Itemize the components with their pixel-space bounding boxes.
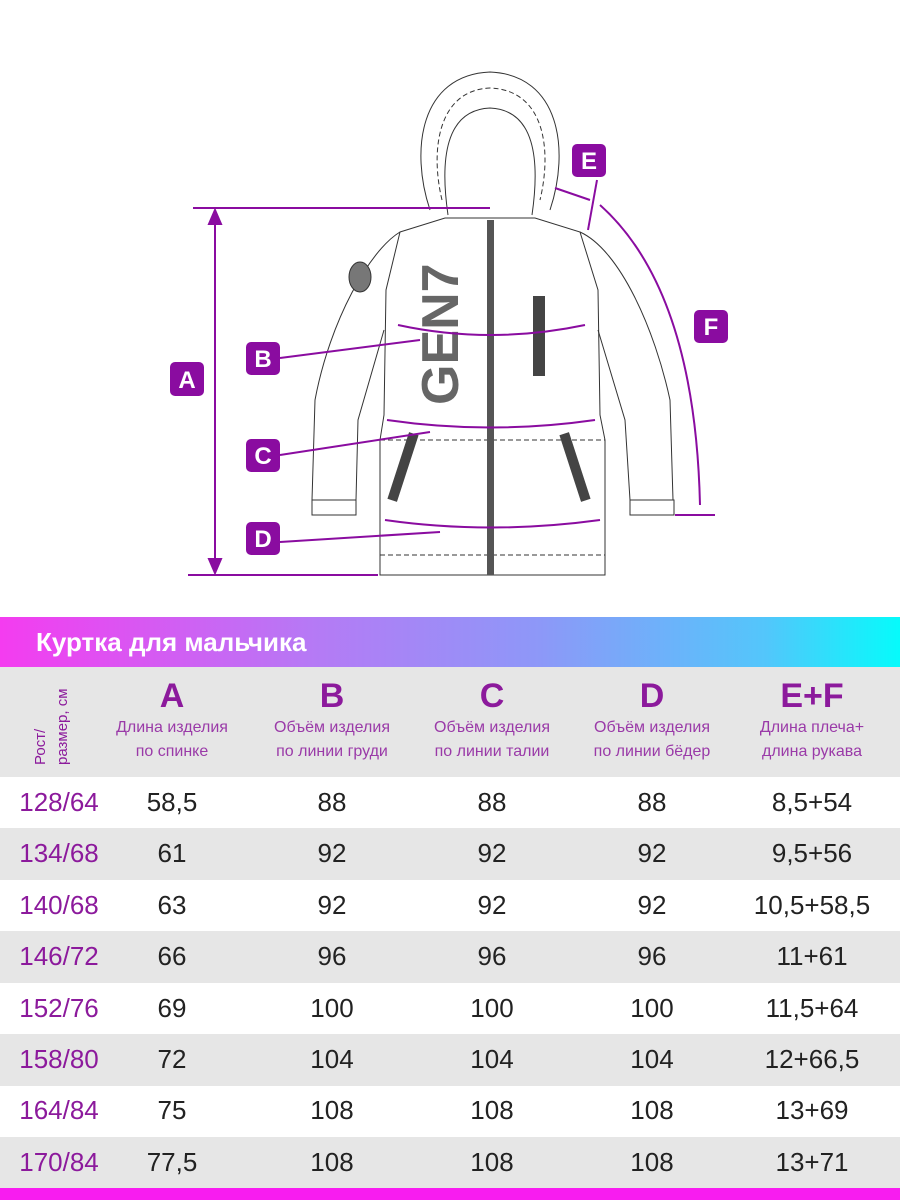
table-row: 134/68 61 92 92 92 9,5+56 xyxy=(0,828,900,880)
size-header: Рост/размер, см xyxy=(30,675,74,765)
zipper xyxy=(487,220,494,575)
value-cell: 92 xyxy=(317,838,347,869)
column-desc: по спинке xyxy=(135,743,209,760)
table-row: 128/64 58,5 88 88 88 8,5+54 xyxy=(0,777,900,829)
svg-text:C: C xyxy=(254,443,271,470)
value-cell: 61 xyxy=(157,838,187,869)
size-cell: 152/76 xyxy=(19,992,99,1023)
value-cell: 11+61 xyxy=(776,941,848,972)
value-cell: 96 xyxy=(317,941,347,972)
value-cell: 104 xyxy=(470,1044,514,1074)
table-title: Куртка для мальчика xyxy=(0,617,900,667)
column-letter: A xyxy=(159,677,185,715)
value-cell: 72 xyxy=(157,1044,187,1074)
sleeve-patch xyxy=(348,261,372,293)
value-cell: 63 xyxy=(157,889,187,920)
jacket-diagram: GEN7 A B C D E F xyxy=(170,71,728,576)
hood xyxy=(420,71,560,211)
size-cell: 170/84 xyxy=(19,1146,99,1177)
value-cell: 10,5+58,5 xyxy=(753,889,871,920)
value-cell: 100 xyxy=(630,992,674,1023)
value-cell: 100 xyxy=(470,992,514,1023)
label-a: A xyxy=(178,367,195,394)
column-desc: Объём изделия xyxy=(274,719,390,736)
size-cell: 140/68 xyxy=(19,889,99,920)
table-header xyxy=(0,667,900,777)
right-sleeve xyxy=(579,231,674,501)
value-cell: 96 xyxy=(637,941,667,972)
table-row: 152/76 69 100 100 100 11,5+64 xyxy=(0,983,900,1035)
value-cell: 88 xyxy=(317,787,347,817)
size-cell: 146/72 xyxy=(19,941,99,972)
value-cell: 88 xyxy=(637,787,667,817)
value-cell: 92 xyxy=(477,889,507,920)
value-cell: 58,5 xyxy=(146,787,198,817)
value-cell: 108 xyxy=(470,1146,514,1177)
value-cell: 88 xyxy=(477,787,507,817)
column-desc: по линии груди xyxy=(276,743,388,760)
table-row: 164/84 75 108 108 108 13+69 xyxy=(0,1085,900,1137)
value-cell: 92 xyxy=(637,838,667,869)
value-cell: 108 xyxy=(310,1146,354,1177)
value-cell: 13+71 xyxy=(775,1146,849,1177)
column-desc: Объём изделия xyxy=(434,719,550,736)
value-cell: 69 xyxy=(157,992,187,1023)
column-desc: по линии бёдер xyxy=(593,743,711,760)
column-header: B Объём изделия по линии груди xyxy=(252,676,412,764)
column-desc: по линии талии xyxy=(434,743,550,760)
column-header: A Длина изделия по спинке xyxy=(92,676,252,764)
value-cell: 96 xyxy=(477,941,507,972)
column-letter: D xyxy=(639,677,665,715)
column-letter: B xyxy=(319,677,345,715)
size-cell: 164/84 xyxy=(19,1095,99,1126)
value-cell: 92 xyxy=(637,889,667,920)
value-cell: 108 xyxy=(630,1146,674,1177)
size-header-line2: размер, см xyxy=(54,688,71,765)
bottom-bar xyxy=(0,1188,900,1200)
column-desc: Длина плеча+ xyxy=(759,719,865,736)
value-cell: 12+66,5 xyxy=(764,1044,860,1074)
value-cell: 75 xyxy=(157,1095,187,1126)
value-cell: 108 xyxy=(630,1095,674,1126)
value-cell: 108 xyxy=(470,1095,514,1126)
size-cell: 134/68 xyxy=(19,838,99,869)
column-letter: C xyxy=(479,677,505,715)
value-cell: 13+69 xyxy=(775,1095,849,1126)
column-header: E+F Длина плеча+ длина рукава xyxy=(732,676,892,764)
value-cell: 77,5 xyxy=(146,1146,198,1177)
column-desc: длина рукава xyxy=(762,743,862,760)
size-cell: 128/64 xyxy=(19,787,99,817)
value-cell: 104 xyxy=(630,1044,674,1074)
svg-text:E: E xyxy=(581,148,597,175)
value-cell: 92 xyxy=(317,889,347,920)
column-header: D Объём изделия по линии бёдер xyxy=(572,676,732,764)
table-row: 140/68 63 92 92 92 10,5+58,5 xyxy=(0,880,900,932)
value-cell: 108 xyxy=(310,1095,354,1126)
size-cell: 158/80 xyxy=(19,1044,99,1074)
size-header-line1: Рост/ xyxy=(32,728,49,765)
value-cell: 8,5+54 xyxy=(771,787,853,817)
svg-text:B: B xyxy=(254,346,271,373)
column-desc: Длина изделия xyxy=(116,719,228,736)
svg-text:F: F xyxy=(704,314,719,341)
table-row: 158/80 72 104 104 104 12+66,5 xyxy=(0,1034,900,1086)
value-cell: 66 xyxy=(157,941,187,972)
column-letter: E+F xyxy=(780,677,844,715)
svg-text:D: D xyxy=(254,526,271,553)
value-cell: 104 xyxy=(310,1044,354,1074)
value-cell: 100 xyxy=(310,992,354,1023)
value-cell: 11,5+64 xyxy=(765,992,859,1023)
column-desc: Объём изделия xyxy=(594,719,710,736)
value-cell: 92 xyxy=(477,838,507,869)
table-row: 170/84 77,5 108 108 108 13+71 xyxy=(0,1136,900,1189)
value-cell: 9,5+56 xyxy=(771,838,853,869)
table-row: 146/72 66 96 96 96 11+61 xyxy=(0,931,900,983)
column-header: C Объём изделия по линии талии xyxy=(412,676,572,764)
